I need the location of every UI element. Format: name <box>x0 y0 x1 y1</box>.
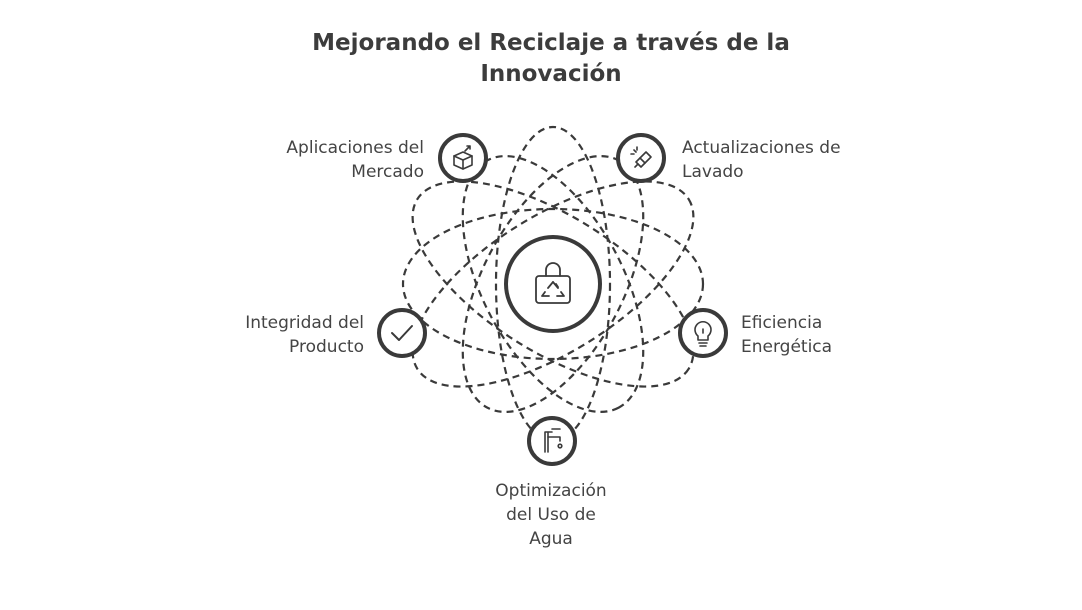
label-eficiencia-energetica: Eficiencia Energética <box>741 313 833 357</box>
center-node <box>504 235 602 333</box>
node-aplicaciones-del-mercado <box>438 133 488 183</box>
orbit-diagonal-a <box>411 180 695 388</box>
orbit-diagonal-b <box>411 180 695 388</box>
cleaning-brush-icon <box>630 146 652 168</box>
node-eficiencia-energetica <box>678 308 728 358</box>
node-integridad-del-producto <box>377 308 427 358</box>
label-optimizacion-del-uso-de-agua: Optimización del Uso de Agua <box>495 481 607 549</box>
node-optimizacion-del-uso-de-agua <box>527 416 577 466</box>
recycling-bag-icon <box>535 262 571 304</box>
label-integridad-del-producto: Integridad del Producto <box>245 313 364 357</box>
lightbulb-icon <box>694 321 712 347</box>
orbit-vertical <box>494 125 612 443</box>
node-actualizaciones-de-lavado <box>616 133 666 183</box>
box-arrow-icon <box>453 145 473 170</box>
diagram-title: Mejorando el Reciclaje a través de la In… <box>312 30 790 87</box>
label-aplicaciones-del-mercado: Aplicaciones del Mercado <box>286 138 424 182</box>
label-actualizaciones-de-lavado: Actualizaciones de Lavado <box>682 138 841 182</box>
checkmark-icon <box>391 325 413 341</box>
water-tap-icon <box>544 428 563 453</box>
orbit-horizontal <box>401 207 705 361</box>
